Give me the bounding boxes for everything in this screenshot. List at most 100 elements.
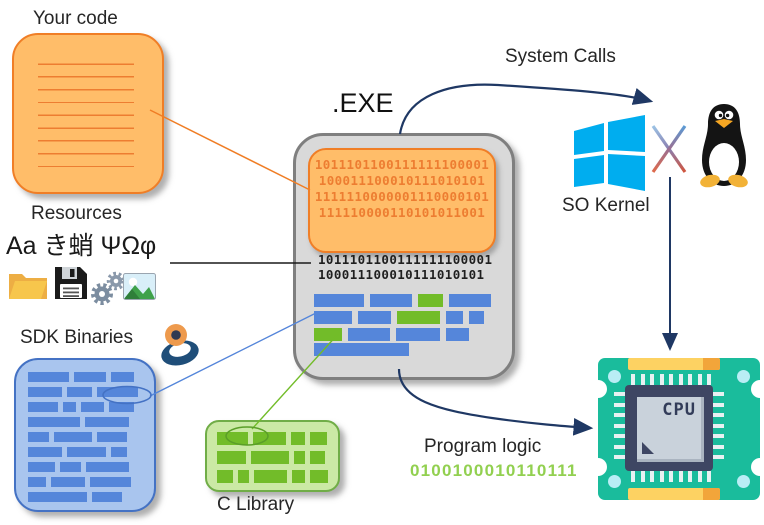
brick xyxy=(309,451,326,464)
cpu-pin xyxy=(650,471,654,482)
sdk-binaries-box xyxy=(14,358,156,512)
code-bar xyxy=(446,328,469,341)
your-code-label: Your code xyxy=(33,8,118,29)
brick xyxy=(81,402,105,412)
cpu-pin xyxy=(707,471,711,482)
cpu-pin xyxy=(713,423,724,428)
brick-row xyxy=(28,387,142,397)
program-logic-label: Program logic xyxy=(424,436,542,457)
code-bar-row xyxy=(314,311,484,324)
linux-tux-icon xyxy=(700,104,748,188)
brick-row xyxy=(217,470,328,483)
cpu-pin xyxy=(678,374,683,385)
c-library-label: C Library xyxy=(217,494,295,515)
resources-sample-text: Aa き蛸 ΨΩφ xyxy=(6,232,157,260)
brick xyxy=(217,432,249,445)
brick xyxy=(291,432,305,445)
code-bar xyxy=(449,294,491,307)
image-icon xyxy=(123,273,156,300)
cpu-pin xyxy=(614,423,625,428)
brick xyxy=(67,447,106,457)
binary-line: 111110000110101011001 xyxy=(318,205,486,220)
code-bar xyxy=(370,294,412,307)
brick xyxy=(62,402,77,412)
so-kernel-label: SO Kernel xyxy=(562,195,650,216)
cpu-chip-label: CPU xyxy=(662,400,696,420)
brick xyxy=(309,432,328,445)
binary-line: 1011101100111111100001 xyxy=(318,252,493,267)
cpu-die: CPU xyxy=(637,397,704,462)
brick xyxy=(253,432,287,445)
brick xyxy=(28,387,63,397)
brick xyxy=(110,447,127,457)
binary-line: 1111110000001110000101 xyxy=(314,189,490,204)
cpu-pin xyxy=(697,471,702,482)
cpu-pin xyxy=(678,471,683,482)
brick-row xyxy=(28,372,142,382)
cpu-pin xyxy=(614,444,625,449)
exe-data-section: 1011101100111111100001 10001110001011101… xyxy=(318,252,492,282)
cpu-pin xyxy=(614,434,625,438)
cpu-pin xyxy=(707,374,711,385)
brick xyxy=(28,432,49,442)
incompatibility-x-icon xyxy=(651,125,687,173)
cpu-pin xyxy=(631,374,635,385)
cpu-pin xyxy=(669,374,673,385)
code-bar xyxy=(314,294,364,307)
brick xyxy=(28,447,63,457)
code-bar xyxy=(348,328,390,341)
cpu-board: CPU xyxy=(589,358,764,500)
exe-box: 1011101100111111100001 10001110001011101… xyxy=(293,133,515,380)
cpu-pin xyxy=(669,471,673,482)
code-bar xyxy=(418,294,443,307)
code-bar xyxy=(314,343,409,356)
brick xyxy=(293,451,305,464)
system-calls-label: System Calls xyxy=(505,46,616,67)
brick xyxy=(291,470,306,483)
sdk-binaries-label: SDK Binaries xyxy=(20,327,133,348)
cpu-pin xyxy=(697,374,702,385)
cpu-pin xyxy=(631,471,635,482)
brick xyxy=(217,451,246,464)
resources-label: Resources xyxy=(31,203,122,224)
binary-line: 100011100010111010101 xyxy=(318,267,485,282)
ring-3d-icon xyxy=(161,324,199,366)
cpu-slot-top xyxy=(628,358,720,370)
brick xyxy=(90,477,132,487)
brick xyxy=(60,462,81,472)
your-code-connector xyxy=(149,109,311,191)
code-bar xyxy=(469,311,484,324)
cpu-pin xyxy=(650,374,654,385)
brick xyxy=(250,451,289,464)
brick xyxy=(109,402,135,412)
exe-resources-section: 1011101100111111100001 10001110001011101… xyxy=(308,148,496,253)
brick-row xyxy=(28,492,142,502)
windows-logo xyxy=(574,115,645,191)
cpu-pin xyxy=(614,402,625,407)
brick xyxy=(253,470,287,483)
brick-row xyxy=(28,462,142,472)
c-library-box xyxy=(205,420,340,492)
brick xyxy=(67,387,93,397)
your-code-box xyxy=(12,33,164,194)
code-bar xyxy=(314,328,342,341)
cpu-pin xyxy=(713,455,724,459)
code-bar-row xyxy=(314,343,409,356)
code-bar-row xyxy=(314,328,469,341)
brick-row xyxy=(28,402,142,412)
cpu-pin xyxy=(640,374,645,385)
cpu-pin xyxy=(713,392,724,396)
brick-row xyxy=(28,432,142,442)
folder-icon xyxy=(9,274,47,299)
brick xyxy=(237,470,249,483)
brick xyxy=(85,462,130,472)
brick-row xyxy=(217,432,328,445)
cpu-pin xyxy=(713,402,724,407)
brick xyxy=(217,470,233,483)
cpu-pin xyxy=(713,444,724,449)
brick xyxy=(310,470,328,483)
cpu-pin xyxy=(614,392,625,396)
cpu-pin xyxy=(614,455,625,459)
brick-row xyxy=(28,477,142,487)
